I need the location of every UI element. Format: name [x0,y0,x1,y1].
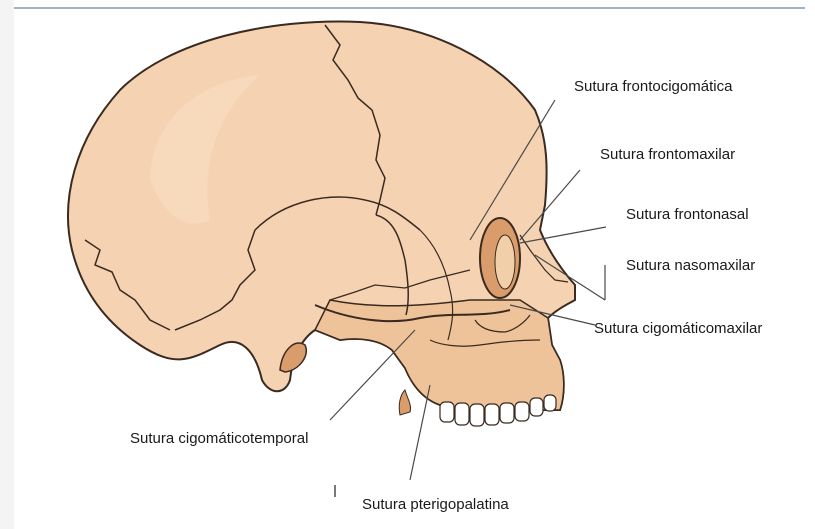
label-cigomaticomaxilar: Sutura cigomáticomaxilar [594,320,762,338]
orbit-inner [495,235,515,289]
label-pterigopalatina: Sutura pterigopalatina [362,496,509,514]
leader-pterigopalatina [410,385,430,480]
mastoid [399,390,410,415]
label-frontomaxilar: Sutura frontomaxilar [600,146,735,164]
label-frontocigomatica: Sutura frontocigomática [574,78,732,96]
label-frontonasal: Sutura frontonasal [626,206,749,224]
label-cigomaticotemporal: Sutura cigomáticotemporal [130,430,308,448]
label-nasomaxilar: Sutura nasomaxilar [626,257,755,275]
